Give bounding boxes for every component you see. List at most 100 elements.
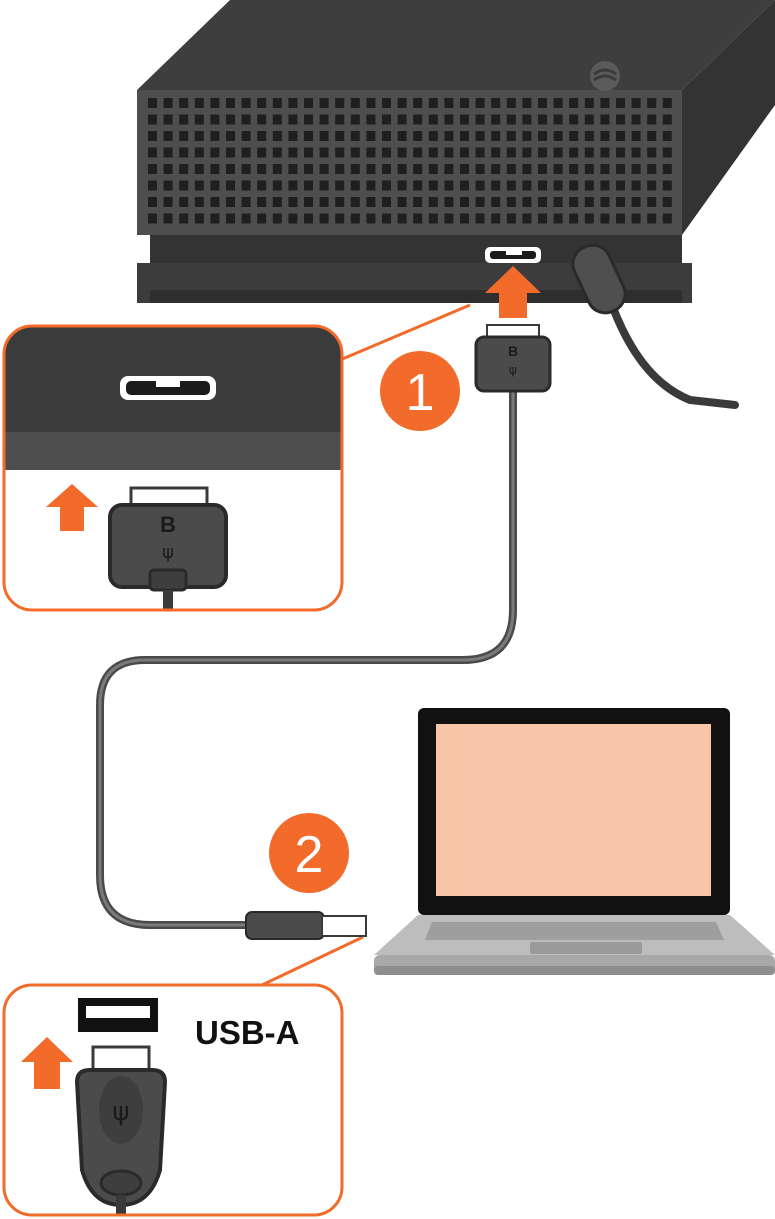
vent-hole xyxy=(647,180,657,191)
vent-hole xyxy=(304,164,313,174)
vent-hole xyxy=(194,98,204,108)
vent-hole xyxy=(288,114,298,125)
vent-hole xyxy=(460,114,469,125)
vent-hole xyxy=(319,180,329,191)
vent-hole xyxy=(616,131,625,141)
vent-hole xyxy=(569,131,579,141)
callout-box-1: B ψ xyxy=(2,324,344,612)
vent-hole xyxy=(272,197,282,207)
vent-hole xyxy=(662,197,672,207)
vent-hole xyxy=(257,114,267,125)
vent-hole xyxy=(413,98,423,108)
vent-hole xyxy=(241,98,251,108)
vent-hole xyxy=(522,131,532,141)
vent-hole xyxy=(506,131,516,141)
vent-hole xyxy=(210,180,220,191)
vent-hole xyxy=(631,197,641,207)
vent-hole xyxy=(288,131,298,141)
vent-hole xyxy=(397,213,407,224)
vent-hole xyxy=(569,98,579,108)
vent-hole xyxy=(584,213,594,224)
vent-hole xyxy=(319,131,329,141)
vent-hole xyxy=(194,180,204,191)
vent-hole xyxy=(319,197,329,207)
up-arrow-icon xyxy=(485,266,541,318)
vent-hole xyxy=(382,180,391,191)
vent-hole xyxy=(335,164,345,174)
vent-hole xyxy=(553,131,563,141)
vent-hole xyxy=(506,213,516,224)
vent-hole xyxy=(522,147,532,158)
vent-hole xyxy=(148,114,157,125)
vent-hole xyxy=(226,180,235,191)
vent-hole xyxy=(179,164,189,174)
vent-hole xyxy=(163,197,173,207)
vent-hole xyxy=(413,147,423,158)
vent-hole xyxy=(569,180,579,191)
vent-hole xyxy=(226,114,235,125)
callout-line-1 xyxy=(339,303,471,362)
vent-hole xyxy=(148,131,157,141)
vent-hole xyxy=(553,164,563,174)
vent-hole xyxy=(382,164,391,174)
vent-hole xyxy=(350,213,360,224)
vent-hole xyxy=(444,197,454,207)
vent-hole xyxy=(647,131,657,141)
vent-hole xyxy=(491,131,501,141)
vent-hole xyxy=(584,114,594,125)
vent-hole xyxy=(148,98,157,108)
vent-hole xyxy=(413,213,423,224)
vent-hole xyxy=(647,164,657,174)
vent-hole xyxy=(148,147,157,158)
vent-hole xyxy=(616,98,625,108)
vent-hole xyxy=(272,114,282,125)
vent-hole xyxy=(226,164,235,174)
vent-hole xyxy=(304,131,313,141)
vent-hole xyxy=(616,197,625,207)
vent-hole xyxy=(506,147,516,158)
vent-hole xyxy=(397,164,407,174)
vent-hole xyxy=(397,131,407,141)
vent-hole xyxy=(366,197,376,207)
usb-a-connector xyxy=(245,911,367,940)
vent-hole xyxy=(288,164,298,174)
vent-hole xyxy=(444,114,454,125)
vent-hole xyxy=(413,114,423,125)
drive-usb-port xyxy=(485,247,541,263)
vent-hole xyxy=(631,114,641,125)
vent-hole xyxy=(647,213,657,224)
vent-hole xyxy=(148,164,157,174)
vent-hole xyxy=(350,98,360,108)
vent-hole xyxy=(210,197,220,207)
vent-hole xyxy=(319,98,329,108)
vent-hole xyxy=(148,197,157,207)
vent-hole xyxy=(600,213,610,224)
vent-hole xyxy=(647,147,657,158)
vent-hole xyxy=(444,180,454,191)
vent-hole xyxy=(304,147,313,158)
vent-hole xyxy=(631,213,641,224)
connector-b-marking: B xyxy=(508,343,518,359)
vent-hole xyxy=(600,164,610,174)
vent-hole xyxy=(163,180,173,191)
usb-symbol-icon: ψ xyxy=(509,363,517,377)
vent-hole xyxy=(210,213,220,224)
vent-hole xyxy=(584,147,594,158)
vent-hole xyxy=(631,131,641,141)
vent-hole xyxy=(350,114,360,125)
vent-hole xyxy=(382,114,391,125)
vent-hole xyxy=(662,147,672,158)
vent-hole xyxy=(288,98,298,108)
vent-hole xyxy=(475,164,485,174)
vent-hole xyxy=(397,114,407,125)
vent-hole xyxy=(163,164,173,174)
vent-hole xyxy=(257,147,267,158)
vent-hole xyxy=(179,147,189,158)
vent-hole xyxy=(382,147,391,158)
vent-hole xyxy=(226,131,235,141)
vent-hole xyxy=(382,197,391,207)
vent-hole xyxy=(241,114,251,125)
vent-hole xyxy=(226,213,235,224)
vent-hole xyxy=(491,114,501,125)
